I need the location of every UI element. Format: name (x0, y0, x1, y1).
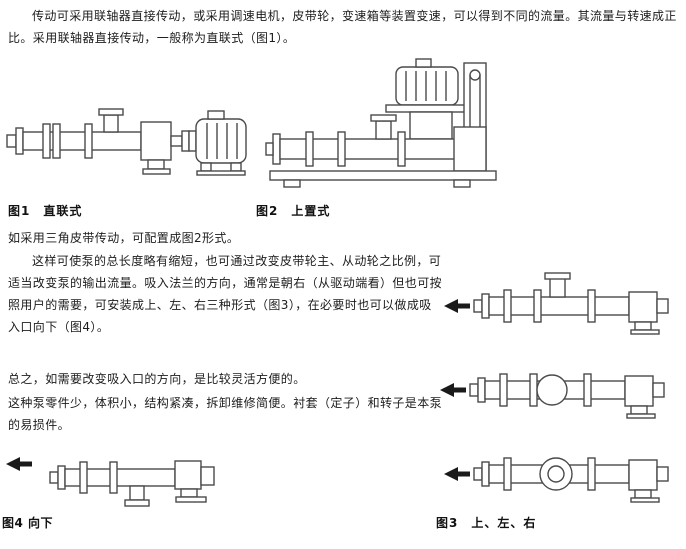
fig1-pump-motor-drawing (6, 108, 247, 176)
main-paragraph: 这样可使泵的总长度略有缩短，也可通过改变皮带轮主、从动轮之比例，可适当改变泵的输… (8, 254, 443, 334)
fig4-drawing (2, 448, 237, 523)
left-arrow-icon (444, 299, 470, 313)
fig2-top-mounted-drawing (265, 58, 497, 188)
fig3-right-drawing (438, 434, 684, 514)
summary-paragraph: 总之，如需要改变吸入口的方向，是比较灵活方便的。 (8, 372, 306, 386)
fig4-caption: 图4 向下 (2, 516, 54, 530)
parts-paragraph: 这种泵零件少，体积小，结构紧凑，拆卸维修简便。衬套（定子）和转子是本泵的易损件。 (8, 396, 443, 432)
belt-drive-paragraph: 如采用三角皮带传动，可配置成图2形式。 (8, 231, 240, 245)
left-arrow-icon (444, 467, 470, 481)
fig3-up-pump-drawing (444, 272, 669, 335)
fig3-up-drawing (438, 266, 684, 346)
fig1-caption: 图1 直联式 (8, 204, 83, 218)
fig3-caption: 图3 上、左、右 (436, 516, 537, 530)
left-arrow-icon (440, 383, 466, 397)
fig2-caption: 图2 上置式 (256, 204, 331, 218)
fig1-drawing (5, 95, 255, 205)
fig4-down-pump-drawing (6, 457, 215, 507)
intro-paragraph: 传动可采用联轴器直接传动，或采用调速电机，皮带轮，变速箱等装置变速，可以得到不同… (8, 9, 677, 45)
fig3-left-drawing (434, 350, 680, 430)
left-arrow-icon (6, 457, 32, 471)
fig3-right-pump-drawing (444, 457, 669, 503)
fig3-left-pump-drawing (440, 373, 665, 419)
fig2-drawing (258, 57, 508, 197)
